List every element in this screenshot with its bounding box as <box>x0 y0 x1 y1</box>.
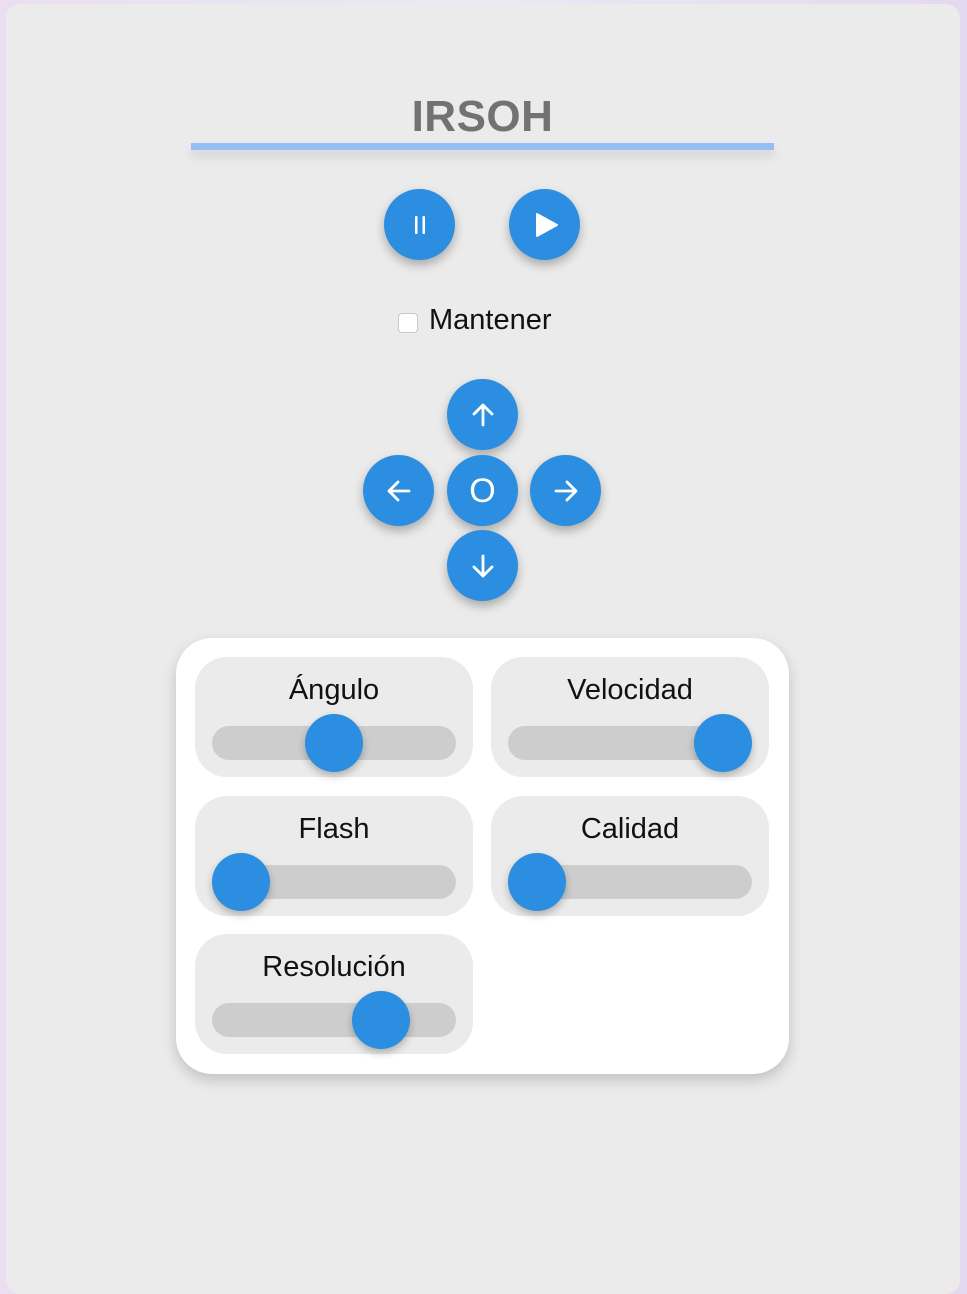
slider-track-speed[interactable] <box>508 714 752 772</box>
dpad-center-label: O <box>469 471 496 510</box>
dpad-right-button[interactable] <box>530 455 601 526</box>
slider-track-quality[interactable] <box>508 853 752 911</box>
slider-label-flash: Flash <box>298 813 370 845</box>
play-icon <box>535 212 558 237</box>
slider-card-speed: Velocidad <box>491 657 769 777</box>
slider-label-resolution: Resolución <box>262 951 406 983</box>
pause-icon <box>414 215 425 234</box>
slider-card-resolution: Resolución <box>195 934 473 1054</box>
arrow-right-icon <box>554 480 577 501</box>
app-page: IRSOH Mantener O <box>6 4 960 1294</box>
slider-thumb-speed[interactable] <box>694 714 752 772</box>
slider-track-flash[interactable] <box>212 853 456 911</box>
play-button[interactable] <box>509 189 580 260</box>
slider-track-resolution[interactable] <box>212 991 456 1049</box>
slider-label-angle: Ángulo <box>288 674 380 706</box>
slider-label-quality: Calidad <box>580 813 680 845</box>
pause-button[interactable] <box>384 189 455 260</box>
slider-thumb-resolution[interactable] <box>351 991 410 1049</box>
dpad-center-button[interactable]: O <box>447 455 518 526</box>
keep-label: Mantener <box>429 304 552 336</box>
dpad-down-button[interactable] <box>447 530 518 601</box>
slider-card-quality: Calidad <box>491 796 769 916</box>
settings-panel: Ángulo Velocidad Flash Calidad Resolució… <box>176 638 789 1074</box>
dpad-up-button[interactable] <box>447 379 518 450</box>
slider-thumb-flash[interactable] <box>212 853 270 911</box>
slider-label-speed: Velocidad <box>567 674 693 706</box>
page-title: IRSOH <box>411 92 554 141</box>
title-underline <box>191 143 774 150</box>
slider-thumb-quality[interactable] <box>508 853 566 911</box>
keep-option: Mantener <box>398 304 552 337</box>
arrow-up-icon <box>472 403 493 426</box>
dpad-left-button[interactable] <box>363 455 434 526</box>
arrow-left-icon <box>387 480 410 501</box>
slider-track-angle[interactable] <box>212 714 456 772</box>
slider-card-flash: Flash <box>195 796 473 916</box>
slider-thumb-angle[interactable] <box>305 714 363 772</box>
slider-card-angle: Ángulo <box>195 657 473 777</box>
arrow-down-icon <box>472 554 493 577</box>
keep-checkbox[interactable] <box>398 312 418 333</box>
